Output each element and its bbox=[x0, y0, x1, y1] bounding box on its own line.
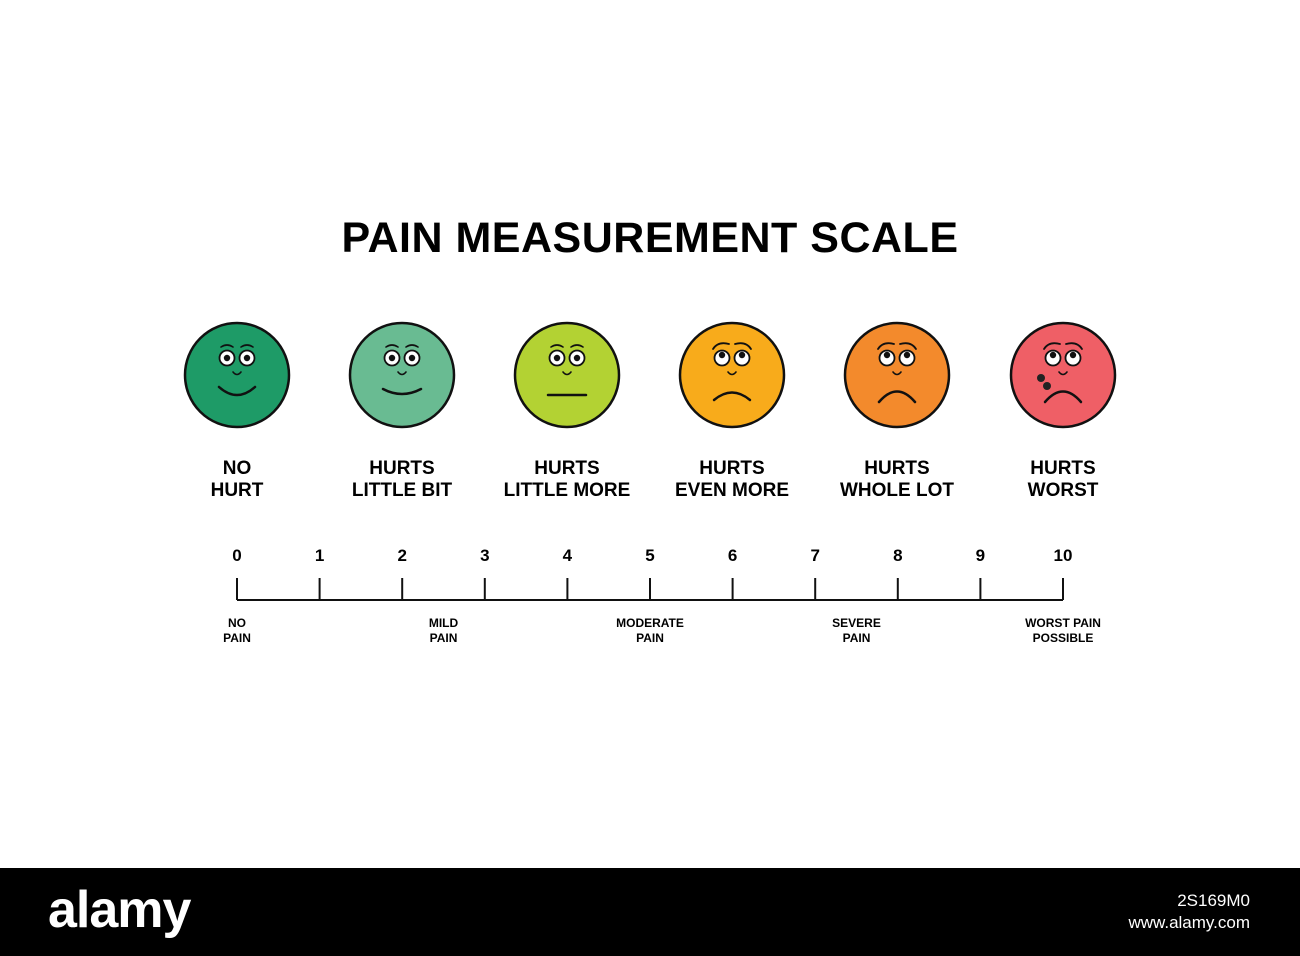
eyebrow bbox=[405, 344, 419, 348]
face-label-line1: HURTS bbox=[369, 458, 435, 479]
image-id-code: 2S169M0 bbox=[1177, 891, 1250, 910]
eye-pupil bbox=[883, 351, 891, 359]
eye-pupil bbox=[738, 351, 746, 359]
tick-label: 5 bbox=[645, 546, 655, 565]
face-sad-icon bbox=[843, 321, 951, 429]
eyebrow bbox=[550, 344, 564, 348]
face-label-line2: HURT bbox=[210, 480, 264, 501]
band-label-line1: MODERATE bbox=[616, 616, 684, 630]
eye-pupil bbox=[223, 354, 231, 362]
mouth bbox=[877, 390, 917, 404]
tear bbox=[1043, 382, 1051, 390]
mouth bbox=[381, 387, 423, 396]
tick-label: 10 bbox=[1053, 546, 1073, 565]
eye-pupil bbox=[1069, 351, 1077, 359]
band-label-line2: PAIN bbox=[223, 631, 251, 645]
band-label-line2: PAIN bbox=[842, 631, 871, 645]
tick-label: 0 bbox=[232, 546, 242, 565]
mouth bbox=[1043, 390, 1083, 404]
band-label-line1: MILD bbox=[428, 616, 459, 630]
tick-label: 2 bbox=[397, 546, 407, 565]
face-label-line2: LITTLE BIT bbox=[351, 480, 453, 501]
alamy-logo: alamy bbox=[48, 881, 191, 939]
page-title: PAIN MEASUREMENT SCALE bbox=[341, 214, 959, 262]
face-crying-icon bbox=[1009, 321, 1117, 429]
tear bbox=[1037, 374, 1045, 382]
nose bbox=[1058, 371, 1068, 376]
eyebrow bbox=[385, 344, 399, 348]
watermark-bar: alamy 2S169M0 www.alamy.com bbox=[0, 868, 1300, 956]
eye-pupil bbox=[573, 354, 581, 362]
eye-pupil bbox=[903, 351, 911, 359]
eye-pupil bbox=[408, 354, 416, 362]
face-worried-icon bbox=[678, 321, 786, 429]
image-id: 2S169M0 www.alamy.com bbox=[1128, 890, 1250, 934]
face-label-line1: HURTS bbox=[864, 458, 930, 479]
band-label-line1: SEVERE bbox=[832, 616, 881, 630]
nose bbox=[727, 371, 737, 376]
band-label-line2: POSSIBLE bbox=[1032, 631, 1094, 645]
tick-label: 6 bbox=[727, 546, 738, 565]
eye-pupil bbox=[718, 351, 726, 359]
nose bbox=[562, 371, 572, 376]
face-label-line2: EVEN MORE bbox=[674, 480, 790, 501]
eyebrow bbox=[570, 344, 584, 348]
nose bbox=[892, 371, 902, 376]
band-label-line2: PAIN bbox=[636, 631, 664, 645]
face-smile-icon bbox=[348, 321, 456, 429]
tick-label: 4 bbox=[562, 546, 573, 565]
tick-label: 8 bbox=[893, 546, 903, 565]
mouth bbox=[712, 391, 752, 402]
eye-pupil bbox=[553, 354, 561, 362]
face-happy-icon bbox=[183, 321, 291, 429]
band-label-line1: NO bbox=[228, 616, 246, 630]
face-label-line2: LITTLE MORE bbox=[503, 480, 631, 501]
face-label-line2: WHOLE LOT bbox=[840, 480, 954, 501]
tick-label: 1 bbox=[314, 546, 325, 565]
band-label-line2: PAIN bbox=[429, 631, 458, 645]
eye-pupil bbox=[388, 354, 396, 362]
eyebrow bbox=[1065, 342, 1083, 350]
face-label-line1: HURTS bbox=[699, 458, 765, 479]
image-id-url: www.alamy.com bbox=[1128, 913, 1250, 932]
eyebrow bbox=[712, 342, 730, 350]
band-label-line1: WORST PAIN bbox=[1025, 616, 1101, 630]
face-label-line1: HURTS bbox=[534, 458, 600, 479]
face-label-line1: HURTS bbox=[1030, 458, 1096, 479]
eyebrow bbox=[877, 342, 895, 350]
eye-pupil bbox=[243, 354, 251, 362]
mouth bbox=[217, 385, 257, 397]
face-label-line2: WORST bbox=[1027, 480, 1099, 501]
tick-label: 9 bbox=[975, 546, 986, 565]
eyebrow bbox=[734, 342, 752, 350]
eyebrow bbox=[1043, 342, 1061, 350]
eye-pupil bbox=[1049, 351, 1057, 359]
nose bbox=[397, 371, 407, 376]
tick-label: 7 bbox=[810, 546, 820, 565]
eyebrow bbox=[899, 342, 917, 350]
face-neutral-icon bbox=[513, 321, 621, 429]
nose bbox=[232, 371, 242, 376]
eyebrow bbox=[240, 344, 254, 348]
eyebrow bbox=[220, 344, 234, 348]
face-label-line1: NO bbox=[222, 458, 252, 479]
tick-label: 3 bbox=[480, 546, 490, 565]
